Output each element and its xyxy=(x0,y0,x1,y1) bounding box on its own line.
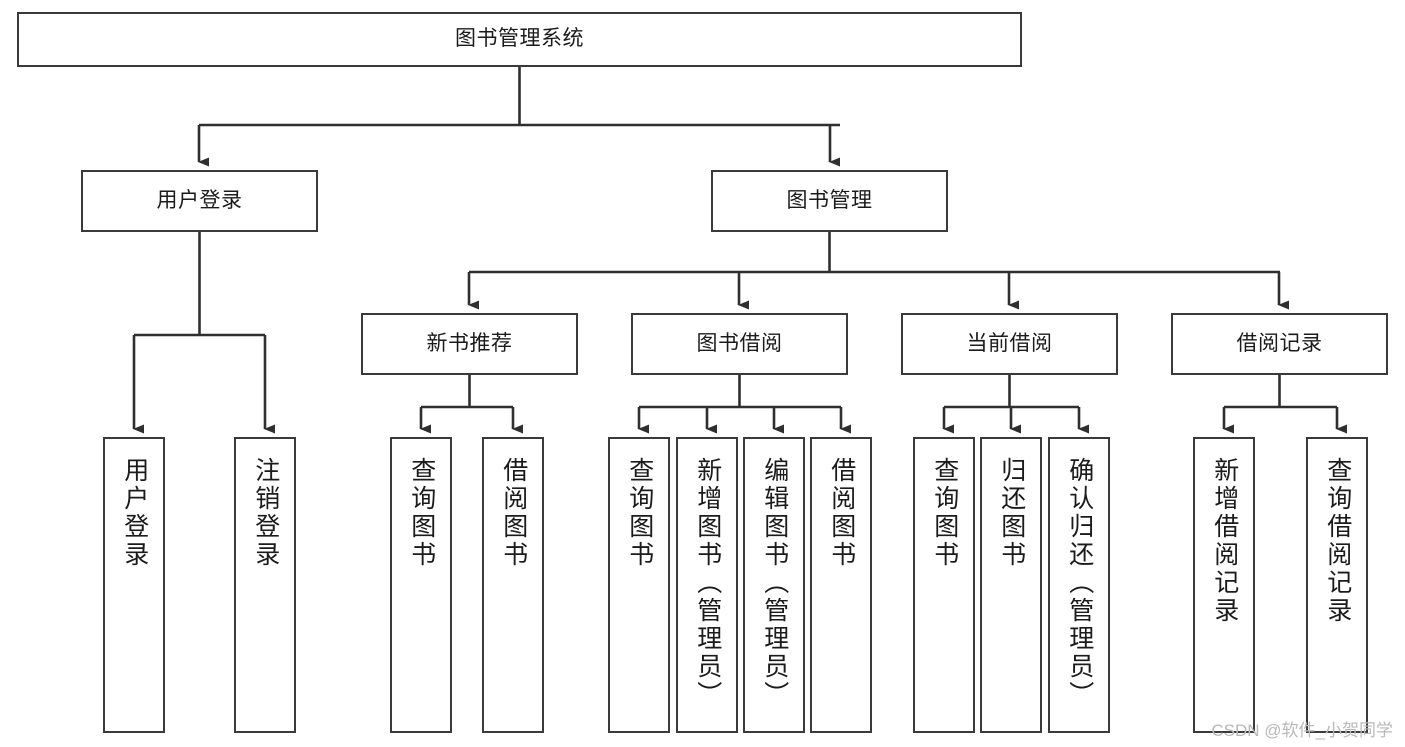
node-book-management[interactable]: 图书管理 xyxy=(711,170,948,232)
csdn-watermark: CSDN @软件_小贺同学 xyxy=(1211,721,1393,740)
leaf-book-borrow-add-book-admin[interactable]: 新增图书（管理员） xyxy=(676,437,738,733)
leaf-book-borrow-borrow-books[interactable]: 借阅图书 xyxy=(810,437,872,733)
leaf-new-book-borrow-books[interactable]: 借阅图书 xyxy=(482,437,544,733)
node-label: 新增图书（管理员） xyxy=(693,457,722,709)
leaf-user-login-login[interactable]: 用户登录 xyxy=(103,437,165,733)
leaf-new-book-query-books[interactable]: 查询图书 xyxy=(390,437,452,733)
node-label: 借阅记录 xyxy=(1236,331,1323,355)
node-user-login[interactable]: 用户登录 xyxy=(81,170,318,232)
leaf-current-borrow-return-books[interactable]: 归还图书 xyxy=(980,437,1042,733)
node-new-book-recommendation[interactable]: 新书推荐 xyxy=(361,313,578,375)
leaf-user-login-logout[interactable]: 注销登录 xyxy=(234,437,296,733)
node-label: 确认归还（管理员） xyxy=(1065,457,1094,709)
node-label: 归还图书 xyxy=(997,457,1026,569)
node-current-borrowing[interactable]: 当前借阅 xyxy=(901,313,1118,375)
leaf-current-borrow-query-books[interactable]: 查询图书 xyxy=(913,437,975,733)
node-label: 查询借阅记录 xyxy=(1323,457,1352,625)
leaf-current-borrow-confirm-return-admin[interactable]: 确认归还（管理员） xyxy=(1048,437,1110,733)
node-label: 图书借阅 xyxy=(696,331,783,355)
leaf-book-borrow-query-books[interactable]: 查询图书 xyxy=(608,437,670,733)
node-label: 用户登录 xyxy=(156,188,243,212)
leaf-borrow-record-add-record[interactable]: 新增借阅记录 xyxy=(1193,437,1255,733)
node-label: 当前借阅 xyxy=(966,331,1053,355)
node-label: 图书管理 xyxy=(786,188,873,212)
node-root-book-management-system[interactable]: 图书管理系统 xyxy=(17,12,1022,67)
node-label: 借阅图书 xyxy=(499,457,528,569)
node-label: 查询图书 xyxy=(625,457,654,569)
node-label: 编辑图书（管理员） xyxy=(760,457,789,709)
leaf-book-borrow-edit-book-admin[interactable]: 编辑图书（管理员） xyxy=(743,437,805,733)
node-label: 新书推荐 xyxy=(426,331,513,355)
node-label: 查询图书 xyxy=(407,457,436,569)
node-label: 图书管理系统 xyxy=(455,27,584,51)
node-label: 借阅图书 xyxy=(827,457,856,569)
node-borrowing-record[interactable]: 借阅记录 xyxy=(1171,313,1388,375)
node-label: 用户登录 xyxy=(120,457,149,569)
node-label: 新增借阅记录 xyxy=(1210,457,1239,625)
node-label: 注销登录 xyxy=(251,457,280,569)
leaf-borrow-record-query-record[interactable]: 查询借阅记录 xyxy=(1306,437,1368,733)
node-label: 查询图书 xyxy=(930,457,959,569)
node-book-borrowing[interactable]: 图书借阅 xyxy=(631,313,848,375)
